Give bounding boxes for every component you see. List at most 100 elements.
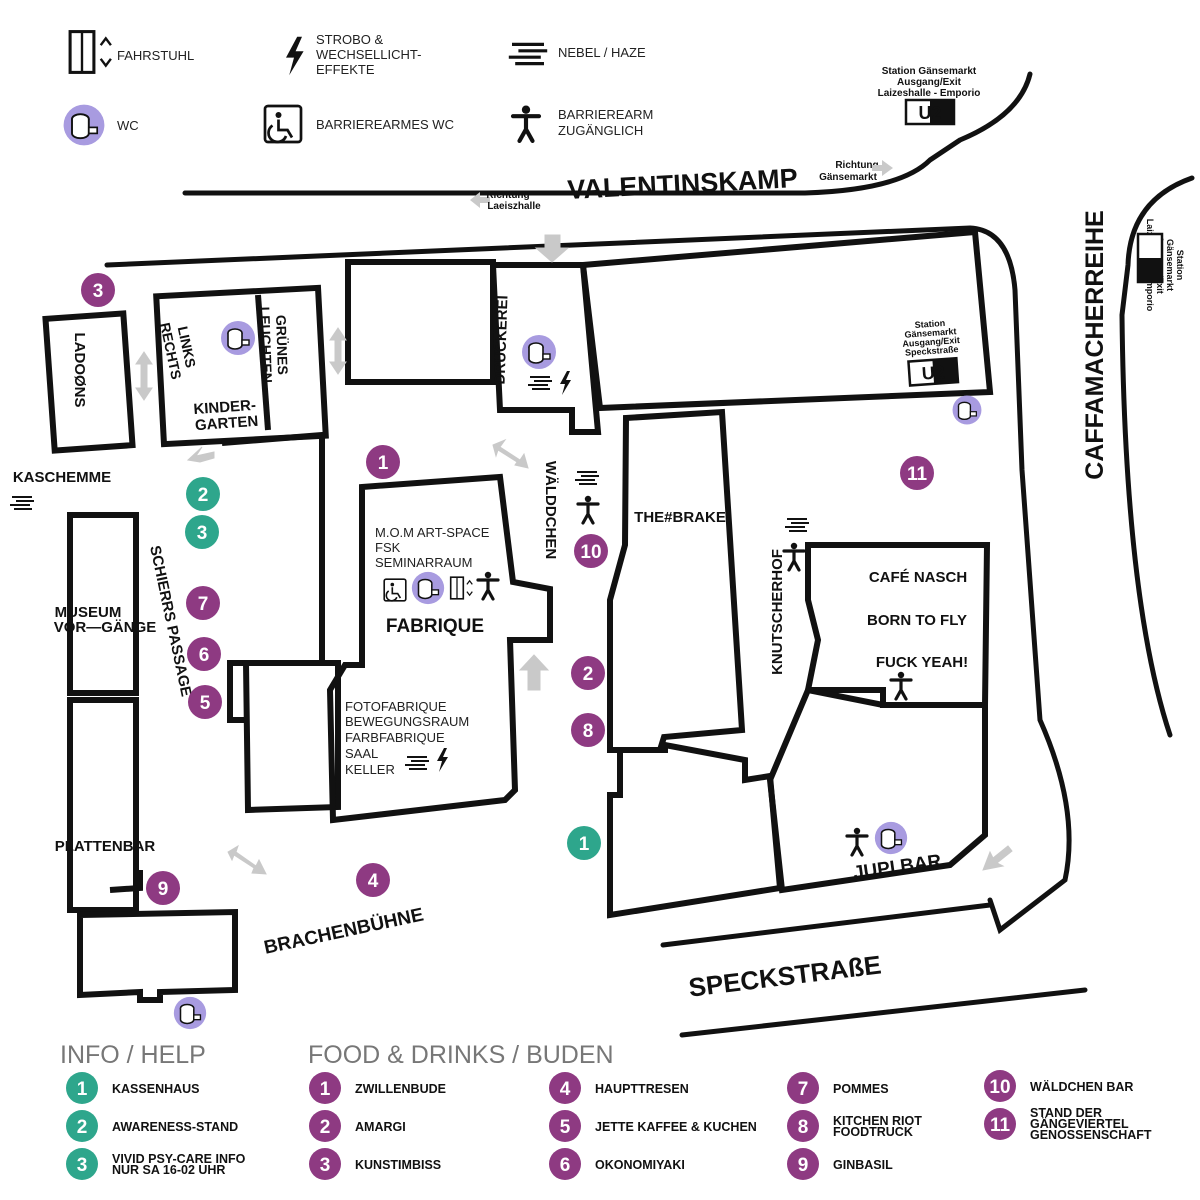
venue-plattenbar: PLATTENBAR (55, 838, 156, 855)
direction-arrow-icon (518, 654, 550, 691)
food-marker-number: 2 (583, 664, 594, 685)
legend-item-badge-number: 1 (320, 1079, 331, 1100)
legend-item-badge-number: 9 (798, 1155, 809, 1176)
legend-item-badge-number: 5 (560, 1117, 571, 1138)
legend-item-badge: 9 (787, 1148, 819, 1180)
legend-item-label: ZWILLENBUDE (355, 1082, 446, 1096)
svg-text:Laizeshalle - Emporio: Laizeshalle - Emporio (878, 88, 981, 99)
food-marker: 2 (571, 656, 605, 690)
haze-icon (507, 42, 549, 66)
legend-item-sub2: GENOSSENSCHAFT (1030, 1128, 1152, 1142)
legend-item-badge: 10 (984, 1070, 1016, 1102)
legend-item-badge: 4 (549, 1072, 581, 1104)
path-arrows (135, 234, 1013, 875)
food-marker: 4 (356, 863, 390, 897)
svg-text:Gänsemarkt: Gänsemarkt (819, 172, 877, 183)
venue-vorgaenge: VOR—GÄNGE (54, 619, 157, 636)
direction-laeiszhalle: Richtung Laeiszhalle (470, 190, 541, 212)
wc-icon (874, 821, 908, 855)
legend-item-label: POMMES (833, 1082, 889, 1096)
info-marker: 2 (186, 477, 220, 511)
legend-item-badge-number: 2 (77, 1117, 88, 1138)
direction-arrow-icon (329, 327, 347, 375)
venue-the-brake: THE#BRAKE (634, 509, 726, 526)
legend-item-sub: NUR SA 16-02 UHR (112, 1163, 225, 1177)
venue-brachenbuehne: BRACHENBÜHNE (262, 904, 425, 958)
wc-icon (173, 996, 207, 1030)
legend-item-badge-number: 3 (320, 1155, 331, 1176)
svg-text:Laeiszhalle: Laeiszhalle (487, 201, 541, 212)
venue-jupi-bar: JUPI BAR (852, 851, 943, 884)
venue-fuck-yeah: FUCK YEAH! (876, 654, 968, 671)
venue-saal: SAAL (345, 746, 378, 761)
food-marker: 5 (188, 685, 222, 719)
venue-bewegungsraum: BEWEGUNGSRAUM (345, 714, 469, 729)
wc-icon (62, 103, 106, 147)
strobe-icon (286, 36, 304, 76)
accessible-person-icon (513, 106, 539, 141)
legend-item-badge: 2 (309, 1110, 341, 1142)
info-marker: 3 (185, 515, 219, 549)
svg-text:Gänsemarkt: Gänsemarkt (1165, 239, 1175, 291)
wc-icon (411, 571, 445, 605)
wc-icon (951, 394, 983, 426)
info-marker-number: 2 (198, 485, 209, 506)
svg-text:Station Gänsemarkt: Station Gänsemarkt (882, 66, 977, 77)
legend-item-label: KASSENHAUS (112, 1082, 200, 1096)
legend-item-badge: 1 (309, 1072, 341, 1104)
food-marker: 11 (900, 456, 934, 490)
legend-item-label: STAND DER (1030, 1106, 1102, 1120)
legend-item-sub: GÄNGEVIERTEL (1030, 1116, 1129, 1131)
legend-strobe-1: STROBO & (316, 32, 384, 47)
svg-text:Ausgang/Exit: Ausgang/Exit (897, 77, 962, 88)
venue-fabrique: FABRIQUE (386, 616, 484, 637)
direction-gaensemarkt: Richtung Gänsemarkt (819, 160, 893, 183)
legend-item-badge-number: 7 (798, 1079, 809, 1100)
food-marker: 3 (81, 273, 115, 307)
haze-icon (9, 496, 35, 510)
food-marker-number: 6 (199, 645, 210, 666)
legend-item-label: GINBASIL (833, 1158, 893, 1172)
food-marker-number: 9 (158, 879, 169, 900)
food-marker-number: 11 (907, 464, 928, 485)
food-marker: 6 (187, 637, 221, 671)
street-speckstrasse: SPECKSTRAßE (687, 949, 883, 1002)
accessible-wc-icon (263, 104, 303, 144)
direction-arrow-icon (227, 844, 267, 875)
food-marker: 10 (574, 534, 608, 568)
accessible-person-icon (782, 541, 806, 572)
info-marker-number: 3 (197, 523, 208, 544)
food-drinks-title: FOOD & DRINKS / BUDEN (308, 1041, 614, 1069)
accessible-wc-icon (383, 578, 407, 602)
haze-icon (784, 518, 810, 532)
venue-born-to-fly: BORN TO FLY (867, 612, 967, 629)
legend-item-label: JETTE KAFFEE & KUCHEN (595, 1120, 757, 1134)
info-marker: 1 (567, 826, 601, 860)
venue-waeldchen: WÄLDDCHEN (542, 461, 559, 559)
svg-text:Richtung: Richtung (835, 160, 878, 171)
accessible-person-icon (889, 670, 913, 701)
legend: FAHRSTUHL STROBO & WECHSELLICHT- EFFEKTE… (62, 30, 653, 147)
svg-text:Richtung: Richtung (486, 190, 529, 201)
venue-leuchten: LEUCHTEN (257, 306, 276, 383)
legend-haze: NEBEL / HAZE (558, 45, 646, 60)
legend-item-sub: FOODTRUCK (833, 1125, 913, 1139)
haze-icon (404, 756, 430, 770)
legend-item-label: KUNSTIMBISS (355, 1158, 441, 1172)
legend-item-label: AMARGI (355, 1120, 406, 1134)
info-help-title: INFO / HELP (60, 1041, 206, 1069)
food-marker-number: 10 (580, 542, 601, 563)
legend-item-label: KITCHEN RIOT (833, 1114, 922, 1128)
venue-seminarraum: SEMINARRAUM (375, 555, 473, 570)
food-marker: 8 (571, 713, 605, 747)
direction-arrow-icon (470, 192, 490, 208)
legend-item-label: AWARENESS-STAND (112, 1120, 238, 1134)
legend-item-badge: 8 (787, 1110, 819, 1142)
legend-item-badge-number: 8 (798, 1117, 809, 1138)
food-marker: 9 (146, 871, 180, 905)
venue-farbfabrique: FARBFABRIQUE (345, 730, 445, 745)
venue-keller: KELLER (345, 762, 395, 777)
